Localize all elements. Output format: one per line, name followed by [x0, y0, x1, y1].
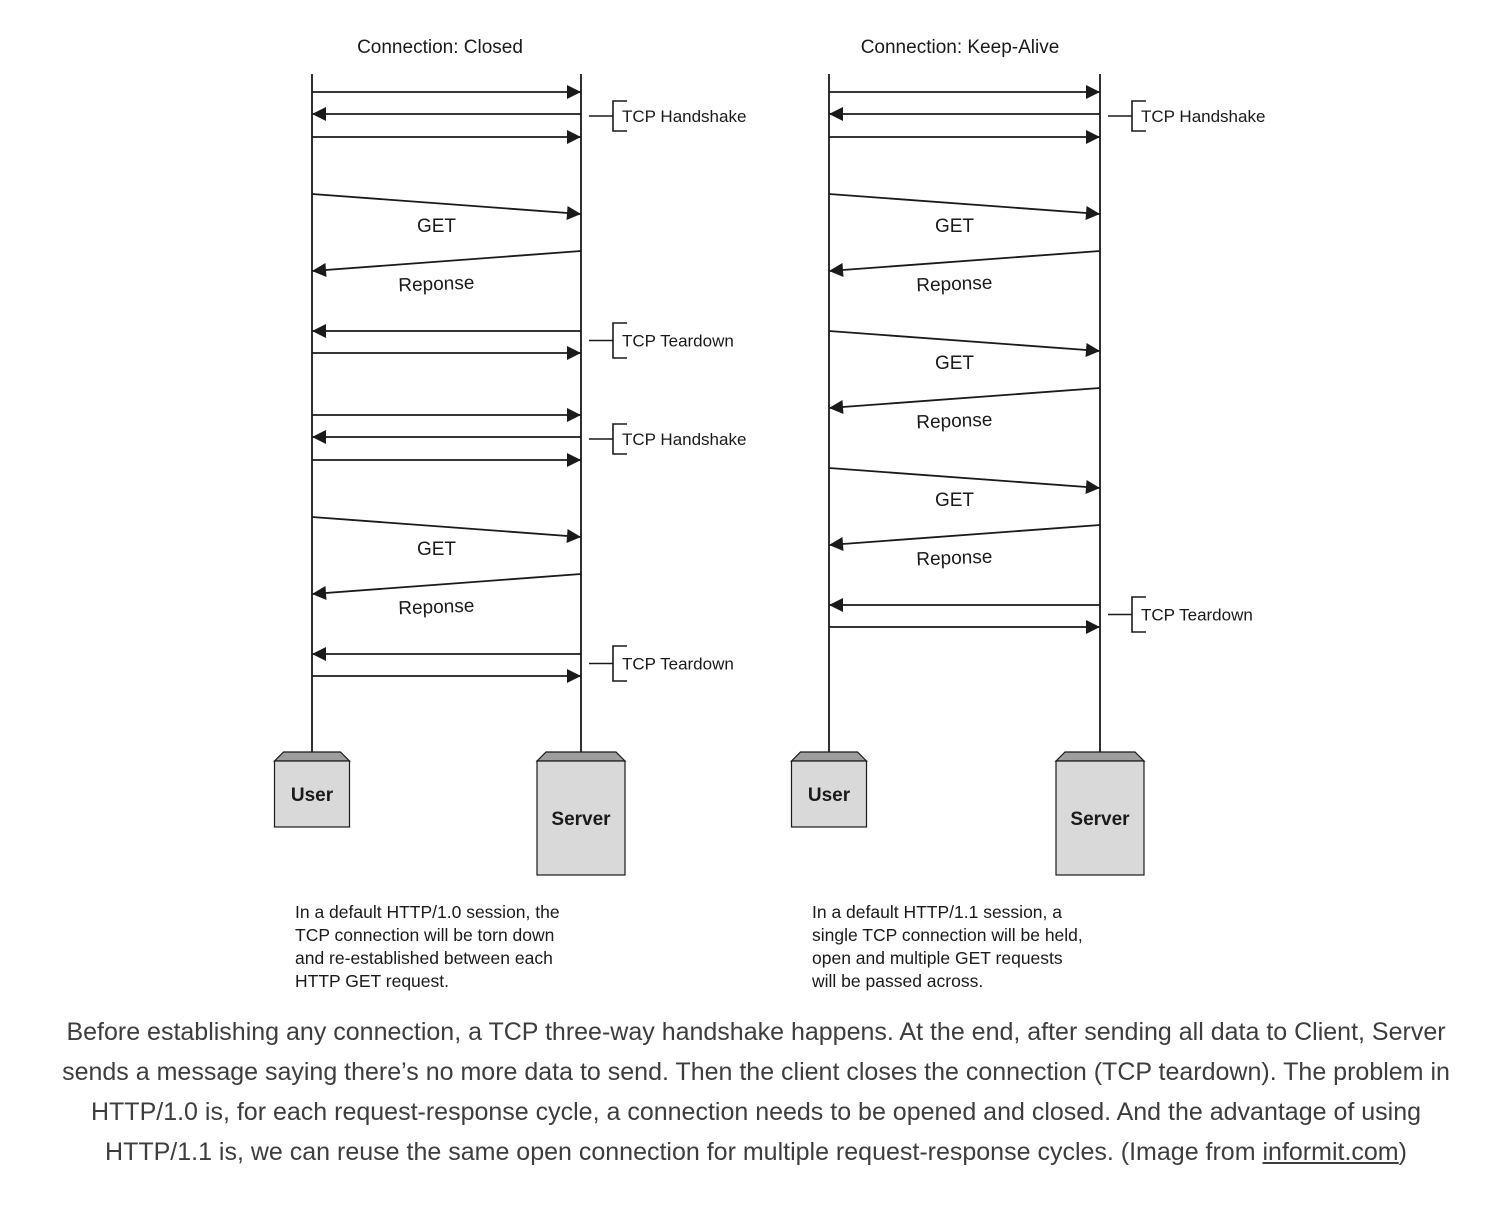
bracket-label: TCP Teardown [622, 332, 734, 351]
box-top [1054, 751, 1146, 762]
keepalive-step-4-arrow [828, 387, 1101, 414]
keepalive-step-2-arrow [828, 250, 1101, 277]
box-body [1055, 760, 1145, 876]
keepalive-step-5-arrow [828, 467, 1101, 494]
closed-step-7-bracket: TCP Teardown [589, 645, 734, 682]
bracket-line [1108, 596, 1146, 633]
keepalive-note-line-3: will be passed across. [811, 971, 983, 991]
box-label: User [291, 785, 334, 806]
box-top [790, 751, 868, 762]
closed-step-5-arrow [311, 516, 582, 543]
keepalive-note-line-2: open and multiple GET requests [812, 948, 1063, 968]
bracket-label: TCP Teardown [1141, 606, 1253, 625]
caption-suffix: ) [1398, 1138, 1407, 1166]
closed-user-box: User [273, 751, 351, 828]
box-label: Server [551, 809, 611, 830]
box-label: User [808, 785, 851, 806]
keepalive-note-line-1: single TCP connection will be held, [812, 925, 1083, 945]
box-label: Server [1070, 809, 1130, 830]
keepalive-step-1-arrow [828, 193, 1101, 220]
bracket-label: TCP Handshake [622, 430, 746, 449]
closed-note-line-1: TCP connection will be torn down [295, 925, 554, 945]
bracket-line [589, 100, 627, 132]
keepalive-step-1-label: GET [935, 216, 974, 237]
closed-title: Connection: Closed [357, 37, 523, 58]
box-body [790, 760, 868, 828]
closed-note-line-0: In a default HTTP/1.0 session, the [295, 902, 560, 922]
keepalive-step-2-label: Reponse [916, 273, 993, 297]
bracket-label: TCP Teardown [622, 655, 734, 674]
closed-step-4-bracket: TCP Handshake [589, 423, 746, 455]
keepalive-step-6-label: Reponse [916, 547, 993, 571]
closed-step-3-bracket: TCP Teardown [589, 322, 734, 359]
closed-step-2-label: Reponse [398, 273, 475, 297]
keepalive-user-box: User [790, 751, 868, 828]
keepalive-title: Connection: Keep-Alive [861, 37, 1060, 58]
bracket-line [589, 423, 627, 455]
closed-step-2-arrow [311, 250, 582, 277]
closed-step-6-arrow [311, 573, 582, 600]
keepalive-step-5-label: GET [935, 490, 974, 511]
bracket-line [589, 645, 627, 682]
keepalive-step-0-bracket: TCP Handshake [1108, 100, 1265, 132]
closed-step-0-bracket: TCP Handshake [589, 100, 746, 132]
caption-text: Before establishing any connection, a TC… [62, 1018, 1450, 1166]
keepalive-step-6-arrow [828, 524, 1101, 551]
closed-note-line-3: HTTP GET request. [295, 971, 449, 991]
keepalive-step-3-label: GET [935, 353, 974, 374]
box-body [273, 760, 351, 828]
keepalive-server-box: Server [1054, 751, 1146, 876]
box-body [536, 760, 626, 876]
closed-step-1-label: GET [417, 216, 456, 237]
keepalive-step-7-bracket: TCP Teardown [1108, 596, 1253, 633]
informit-link[interactable]: informit.com [1262, 1138, 1399, 1166]
closed-server-box: Server [535, 751, 627, 876]
box-top [273, 751, 351, 762]
keepalive-step-4-label: Reponse [916, 410, 993, 434]
closed-step-5-label: GET [417, 539, 456, 560]
closed-note-line-2: and re-established between each [295, 948, 553, 968]
bracket-label: TCP Handshake [1141, 107, 1265, 126]
bracket-label: TCP Handshake [622, 107, 746, 126]
keepalive-note-line-0: In a default HTTP/1.1 session, a [812, 902, 1062, 922]
closed-step-6-label: Reponse [398, 596, 475, 620]
bracket-line [1108, 100, 1146, 132]
figure-caption: Before establishing any connection, a TC… [60, 1012, 1452, 1172]
closed-step-1-arrow [311, 193, 582, 220]
bracket-line [589, 322, 627, 359]
box-top [535, 751, 627, 762]
keepalive-step-3-arrow [828, 330, 1101, 357]
